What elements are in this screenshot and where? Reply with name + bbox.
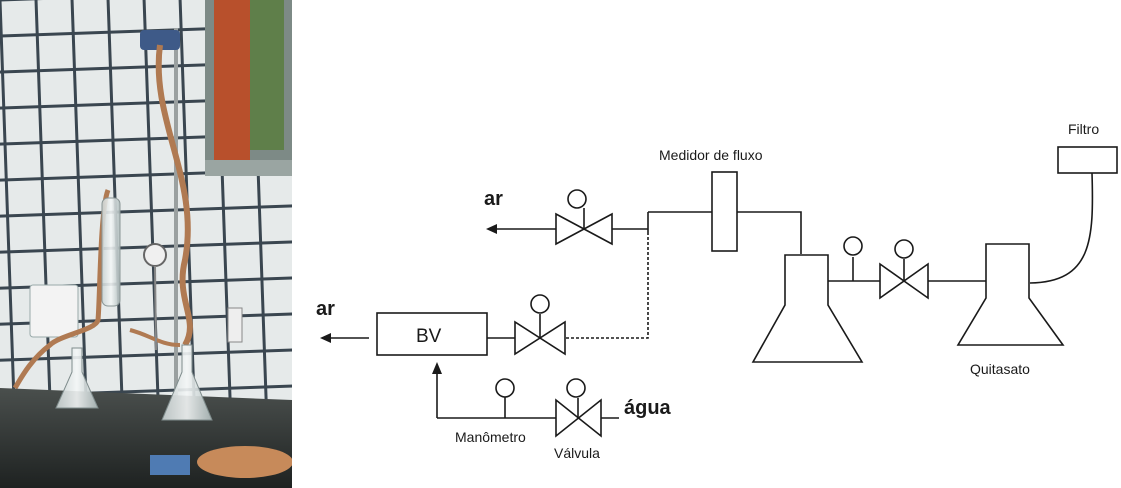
pipe-meter-right	[737, 212, 801, 254]
label-medidor-de-fluxo: Medidor de fluxo	[659, 147, 763, 163]
window-sill	[205, 160, 292, 176]
outlet-box	[30, 285, 78, 337]
valve-middle-icon	[880, 240, 928, 298]
valve-water-icon	[556, 379, 601, 436]
left-flask	[753, 255, 862, 362]
quitasato-flask	[958, 244, 1063, 345]
valve-bv-icon	[515, 295, 565, 354]
lab-photo	[0, 0, 292, 488]
filter-hose	[1030, 173, 1092, 283]
label-filtro: Filtro	[1068, 121, 1099, 137]
flow-meter-tube	[102, 198, 120, 306]
label-manometro: Manômetro	[455, 429, 526, 445]
flask-gauge-icon	[844, 237, 862, 255]
apparatus-diagram: Filtro Medidor de fluxo ar ar BV Quitasa…	[292, 0, 1121, 488]
label-quitasato: Quitasato	[970, 361, 1030, 377]
arrow-left-bottom-icon	[320, 333, 331, 343]
gauge-pipe	[155, 266, 156, 350]
label-ar-top: ar	[484, 188, 503, 210]
sink	[197, 446, 292, 478]
flow-meter	[712, 172, 737, 251]
filter-box	[1058, 147, 1117, 173]
stand-base	[150, 455, 190, 475]
label-agua: água	[624, 397, 672, 419]
manometer-gauge-icon	[496, 379, 514, 397]
brick-wall	[214, 0, 250, 160]
label-ar-bottom: ar	[316, 298, 335, 320]
arrow-left-top-icon	[486, 224, 497, 234]
valve-top-icon	[556, 190, 612, 244]
arrow-up-icon	[432, 362, 442, 374]
dashed-vacuum-line	[565, 232, 648, 338]
label-bv: BV	[416, 326, 442, 347]
pressure-gauge	[144, 244, 166, 266]
label-valvula: Válvula	[554, 445, 600, 461]
wall-switch	[228, 308, 242, 342]
window-foliage	[250, 0, 284, 150]
